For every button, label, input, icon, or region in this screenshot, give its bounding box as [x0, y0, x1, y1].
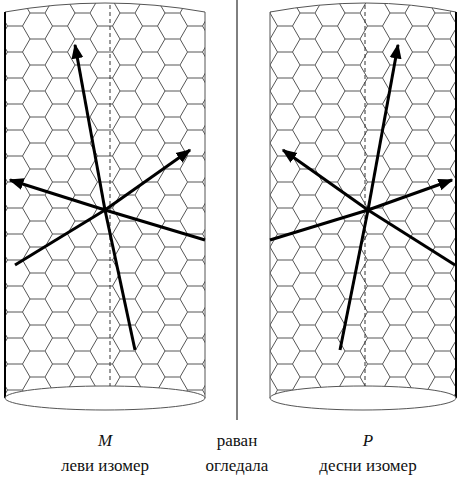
isomer-caption: десни изомер	[319, 453, 416, 478]
isomer-symbol: M	[98, 428, 112, 453]
right-nanotube	[270, 0, 456, 410]
isomer-symbol: P	[363, 428, 373, 453]
mirror-plane	[237, 0, 238, 420]
isomer-caption: леви изомер	[61, 453, 149, 478]
mirror-plane-label: раван огледала	[200, 428, 274, 478]
left-nanotube	[5, 0, 205, 410]
